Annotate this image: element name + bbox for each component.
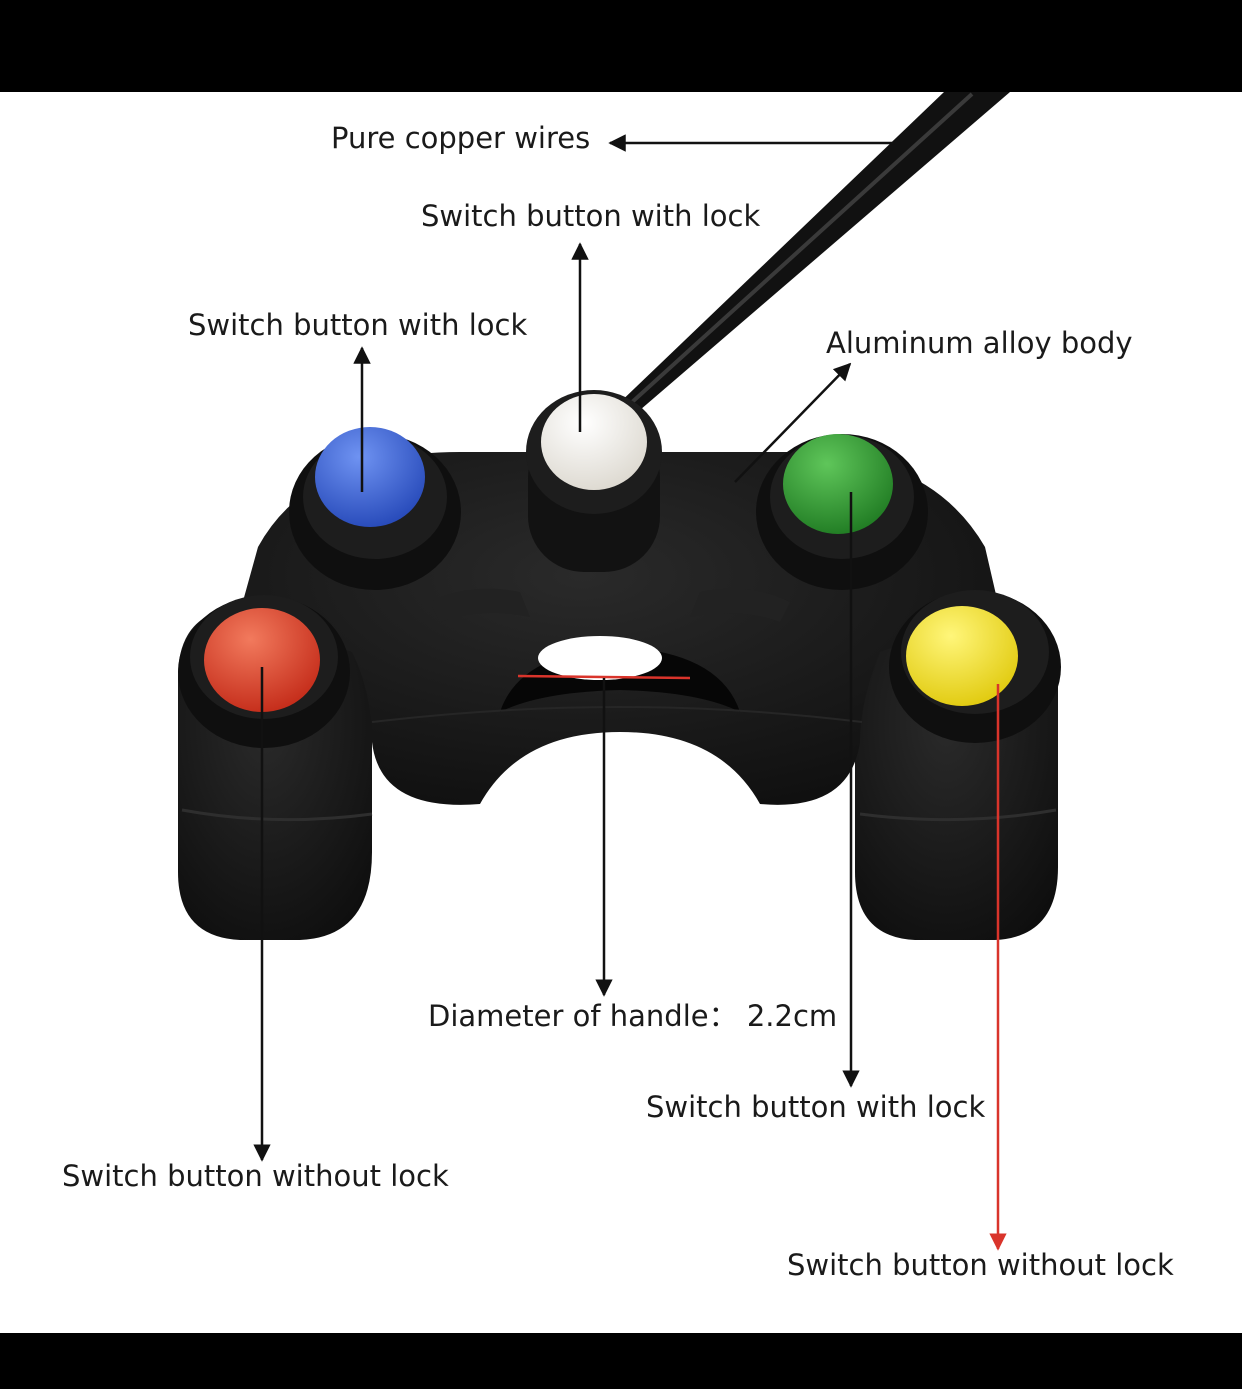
label-handle-diameter: Diameter of handle： 2.2cm (428, 999, 838, 1033)
yellow-button (906, 606, 1018, 706)
label-top-left-switch-with-lock: Switch button with lock (188, 308, 528, 342)
cable-highlight (628, 92, 974, 406)
label-aluminum-alloy-body: Aluminum alloy body (826, 326, 1133, 360)
label-pure-copper-wires: Pure copper wires (331, 121, 591, 155)
callout-arrows (253, 134, 1007, 1251)
top-letterbox-bar (0, 0, 1242, 92)
blue-button (315, 427, 425, 527)
label-bottom-left-switch-without-lock: Switch button without lock (62, 1159, 449, 1193)
diagram-canvas: Pure copper wires Switch button with loc… (0, 92, 1242, 1333)
cable (612, 92, 1010, 410)
handle-diameter-marker (517, 674, 691, 680)
bottom-letterbox-bar (0, 1333, 1242, 1389)
handle-hole (538, 636, 662, 680)
label-bottom-right-switch-with-lock: Switch button with lock (646, 1090, 986, 1124)
red-button (204, 608, 320, 712)
label-bottom-right-switch-without-lock: Switch button without lock (787, 1248, 1174, 1282)
white-button (541, 394, 647, 490)
switch-assembly-illustration (178, 92, 1061, 1251)
green-button (783, 434, 893, 534)
label-top-center-switch-with-lock: Switch button with lock (421, 199, 761, 233)
